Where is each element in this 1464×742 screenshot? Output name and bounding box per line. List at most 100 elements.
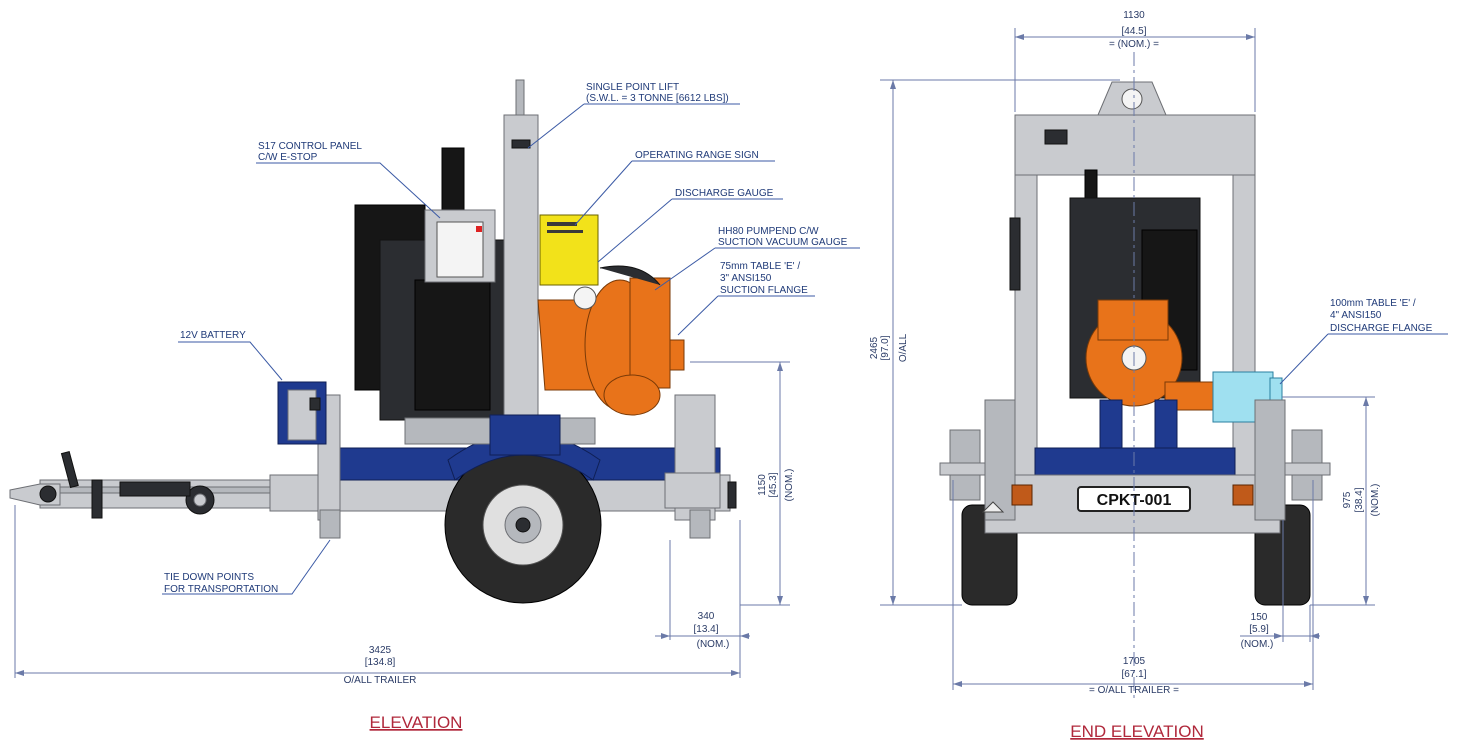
svg-text:[67.1]: [67.1] — [1121, 669, 1146, 680]
callout-suction-flange-l1: 75mm TABLE 'E' / — [720, 261, 800, 272]
svg-text:3425: 3425 — [369, 645, 392, 656]
dim-top-width-note: = (NOM.) = — [1109, 39, 1159, 50]
dim-side-height-inch: [45.3] — [768, 472, 779, 497]
s17-control-panel — [424, 209, 496, 283]
dim-overall-height-inch: [97.0] — [880, 335, 891, 360]
dim-end-offset-inch: [5.9] — [1249, 624, 1269, 635]
callout-pumpend-l1: HH80 PUMPEND C/W — [718, 226, 819, 237]
callout-discharge-flange-l3: DISCHARGE FLANGE — [1330, 323, 1433, 334]
dim-end-height-note: (NOM.) — [1370, 484, 1381, 517]
end-elevation-view: CPKT-001 — [939, 81, 1331, 606]
svg-text:(S.W.L. = 3 TONNE [6612 LBS]): (S.W.L. = 3 TONNE [6612 LBS]) — [586, 93, 729, 104]
svg-text:150: 150 — [1251, 612, 1268, 623]
svg-text:= O/ALL TRAILER =: = O/ALL TRAILER = — [1089, 685, 1179, 696]
svg-text:= (NOM.) =: = (NOM.) = — [1109, 39, 1159, 50]
callout-suction-flange-l3: SUCTION FLANGE — [720, 285, 808, 296]
svg-text:END ELEVATION: END ELEVATION — [1070, 722, 1204, 741]
svg-text:[5.9]: [5.9] — [1249, 624, 1269, 635]
callout-discharge-gauge: DISCHARGE GAUGE — [675, 188, 774, 199]
dim-end-offset-value: 150 — [1251, 612, 1268, 623]
svg-text:HH80 PUMPEND C/W: HH80 PUMPEND C/W — [718, 226, 819, 237]
svg-text:[38.4]: [38.4] — [1354, 487, 1365, 512]
dim-side-offset-note: (NOM.) — [697, 639, 730, 650]
svg-text:C/W E-STOP: C/W E-STOP — [258, 152, 318, 163]
svg-text:OPERATING RANGE SIGN: OPERATING RANGE SIGN — [635, 150, 759, 161]
trailer-wheel — [444, 432, 602, 604]
side-view-callouts: S17 CONTROL PANEL C/W E-STOP SINGLE POIN… — [162, 82, 860, 595]
svg-text:[44.5]: [44.5] — [1121, 26, 1146, 37]
pumpend — [537, 265, 685, 416]
battery-box — [277, 381, 327, 445]
dim-end-height-value: 975 — [1342, 491, 1353, 508]
svg-text:(NOM.): (NOM.) — [784, 469, 795, 502]
plate-registration: CPKT-001 — [1097, 492, 1172, 509]
dim-overall-height-value: 2465 — [869, 336, 880, 359]
svg-text:O/ALL: O/ALL — [898, 333, 909, 362]
svg-text:3" ANSI150: 3" ANSI150 — [720, 273, 772, 284]
dim-overall-height-note: O/ALL — [898, 333, 909, 362]
svg-text:75mm TABLE 'E' /: 75mm TABLE 'E' / — [720, 261, 800, 272]
callout-lift-l1: SINGLE POINT LIFT — [586, 82, 679, 93]
diesel-engine — [354, 147, 596, 445]
dim-overall-length-inch: [134.8] — [365, 657, 396, 668]
lift-post — [489, 79, 561, 456]
svg-text:S17 CONTROL PANEL: S17 CONTROL PANEL — [258, 141, 362, 152]
svg-text:1150: 1150 — [757, 474, 768, 496]
dim-top-width-value: 1130 — [1123, 10, 1145, 21]
svg-text:SUCTION FLANGE: SUCTION FLANGE — [720, 285, 808, 296]
end-view-dimensions: 1130 [44.5] = (NOM.) = 2465 [97.0] O/ALL… — [869, 10, 1381, 700]
dim-side-offset-value: 340 — [698, 611, 715, 622]
callout-control-panel-l1: S17 CONTROL PANEL — [258, 141, 362, 152]
svg-text:TIE DOWN POINTS: TIE DOWN POINTS — [164, 572, 254, 583]
elevation-title: ELEVATION — [370, 713, 463, 732]
callout-suction-flange-l2: 3" ANSI150 — [720, 273, 772, 284]
svg-text:12V BATTERY: 12V BATTERY — [180, 330, 246, 341]
dim-overall-length-note: O/ALL TRAILER — [344, 675, 417, 686]
callout-lift-l2: (S.W.L. = 3 TONNE [6612 LBS]) — [586, 93, 729, 104]
callout-tie-down-l1: TIE DOWN POINTS — [164, 572, 254, 583]
side-view-dimensions: 3425 [134.8] O/ALL TRAILER 1150 [45.3] (… — [14, 361, 795, 686]
side-elevation-view — [9, 79, 737, 604]
callout-discharge-flange-l2: 4" ANSI150 — [1330, 310, 1382, 321]
svg-text:CPKT-001: CPKT-001 — [1097, 492, 1172, 509]
svg-text:(NOM.): (NOM.) — [697, 639, 730, 650]
callout-pumpend-l2: SUCTION VACUUM GAUGE — [718, 237, 848, 248]
callout-battery: 12V BATTERY — [180, 330, 246, 341]
number-plate: CPKT-001 — [1077, 486, 1191, 512]
operating-range-sign — [539, 214, 599, 286]
svg-text:(NOM.): (NOM.) — [1370, 484, 1381, 517]
svg-text:4" ANSI150: 4" ANSI150 — [1330, 310, 1382, 321]
end-view-callouts: 100mm TABLE 'E' / 4" ANSI150 DISCHARGE F… — [1279, 298, 1448, 385]
svg-text:[134.8]: [134.8] — [365, 657, 396, 668]
callout-operating-sign: OPERATING RANGE SIGN — [635, 150, 759, 161]
svg-text:DISCHARGE FLANGE: DISCHARGE FLANGE — [1330, 323, 1433, 334]
svg-text:SUCTION VACUUM GAUGE: SUCTION VACUUM GAUGE — [718, 237, 848, 248]
dim-overall-length-value: 3425 — [369, 645, 392, 656]
svg-text:975: 975 — [1342, 491, 1353, 508]
callout-discharge-flange-l1: 100mm TABLE 'E' / — [1330, 298, 1416, 309]
svg-text:O/ALL TRAILER: O/ALL TRAILER — [344, 675, 417, 686]
callout-control-panel-l2: C/W E-STOP — [258, 152, 318, 163]
svg-text:FOR TRANSPORTATION: FOR TRANSPORTATION — [164, 584, 278, 595]
svg-text:1705: 1705 — [1123, 656, 1146, 667]
dim-top-width-inch: [44.5] — [1121, 26, 1146, 37]
svg-text:(NOM.): (NOM.) — [1241, 639, 1274, 650]
dim-overall-width-value: 1705 — [1123, 656, 1146, 667]
svg-text:340: 340 — [698, 611, 715, 622]
dim-end-height-inch: [38.4] — [1354, 487, 1365, 512]
dim-overall-width-inch: [67.1] — [1121, 669, 1146, 680]
svg-text:2465: 2465 — [869, 336, 880, 359]
svg-text:[97.0]: [97.0] — [880, 335, 891, 360]
end-elevation-title: END ELEVATION — [1070, 722, 1204, 741]
dim-side-height-note: (NOM.) — [784, 469, 795, 502]
svg-text:[45.3]: [45.3] — [768, 472, 779, 497]
dim-side-height-value: 1150 — [757, 474, 768, 496]
callout-tie-down-l2: FOR TRANSPORTATION — [164, 584, 278, 595]
svg-text:ELEVATION: ELEVATION — [370, 713, 463, 732]
dim-end-offset-note: (NOM.) — [1241, 639, 1274, 650]
dim-overall-width-note: = O/ALL TRAILER = — [1089, 685, 1179, 696]
dim-side-offset-inch: [13.4] — [693, 624, 718, 635]
svg-text:[13.4]: [13.4] — [693, 624, 718, 635]
svg-text:SINGLE POINT LIFT: SINGLE POINT LIFT — [586, 82, 679, 93]
